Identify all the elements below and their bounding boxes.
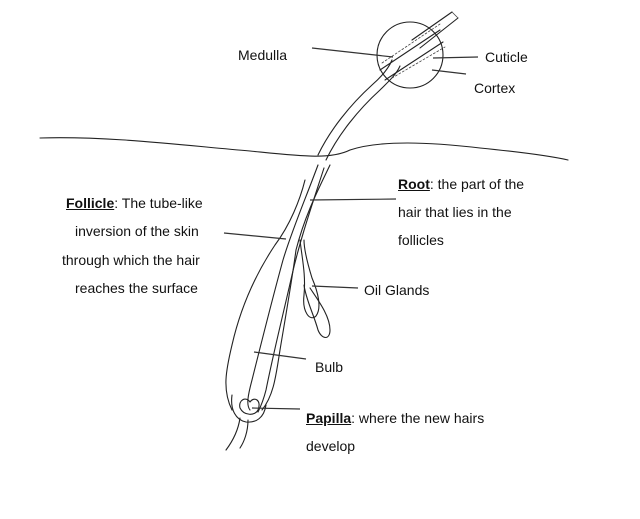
papilla-description: Papilla: where the new hairs xyxy=(306,404,484,432)
hair-shaft-end-right xyxy=(419,17,459,49)
root-description: Root: the part of the xyxy=(398,170,524,198)
follicle-description: Follicle: The tube-like xyxy=(66,189,203,217)
papilla-desc-line-2: develop xyxy=(306,438,356,454)
oil-gland-1 xyxy=(299,239,320,319)
root-desc-line-3: follicles xyxy=(398,232,444,248)
oil-glands-label: Oil Glands xyxy=(364,282,430,298)
follicle-desc-line-4: reaches the surface xyxy=(75,280,198,296)
papilla-desc-line-1: : where the new hairs xyxy=(351,410,485,426)
hair-shaft-left xyxy=(317,59,393,156)
follicle-left-wall xyxy=(225,179,306,411)
root-tail-1 xyxy=(225,417,241,451)
cuticle-label: Cuticle xyxy=(485,49,528,65)
root-term: Root xyxy=(398,176,430,192)
leader-cuticle xyxy=(432,56,479,59)
papilla-term: Papilla xyxy=(306,410,352,426)
follicle-desc-line-3: through which the hair xyxy=(62,252,200,268)
hair-bulb xyxy=(231,394,267,423)
cortex-label: Cortex xyxy=(474,80,516,96)
cortex-band-inner xyxy=(384,41,444,81)
follicle-desc-line-2: inversion of the skin xyxy=(75,223,199,239)
root-right xyxy=(257,167,325,413)
hair-shaft-right xyxy=(325,65,401,161)
leader-medulla xyxy=(311,47,394,58)
cortex-band-outer xyxy=(379,29,441,71)
leader-oil-glands xyxy=(311,285,359,289)
root-tail-2 xyxy=(239,419,249,449)
follicle-term: Follicle xyxy=(66,195,115,211)
leader-bulb xyxy=(253,351,307,360)
papilla-shape xyxy=(239,398,260,415)
root-left xyxy=(247,164,319,411)
skin-surface-line xyxy=(39,137,569,161)
hair-shaft-tip xyxy=(451,11,459,19)
leader-papilla xyxy=(251,407,301,410)
oil-gland-2 xyxy=(303,284,331,339)
bulb-label: Bulb xyxy=(315,359,344,375)
cuticle-dots xyxy=(391,46,446,79)
leader-follicle xyxy=(223,232,287,240)
hair-shaft-end-left xyxy=(411,11,453,41)
follicle-desc-line-1: : The tube-like xyxy=(114,195,203,211)
leader-root xyxy=(309,198,397,201)
root-desc-line-1: : the part of the xyxy=(429,176,525,192)
leader-cortex xyxy=(431,69,467,75)
root-desc-line-2: hair that lies in the xyxy=(398,204,512,220)
medulla-label: Medulla xyxy=(238,47,288,63)
